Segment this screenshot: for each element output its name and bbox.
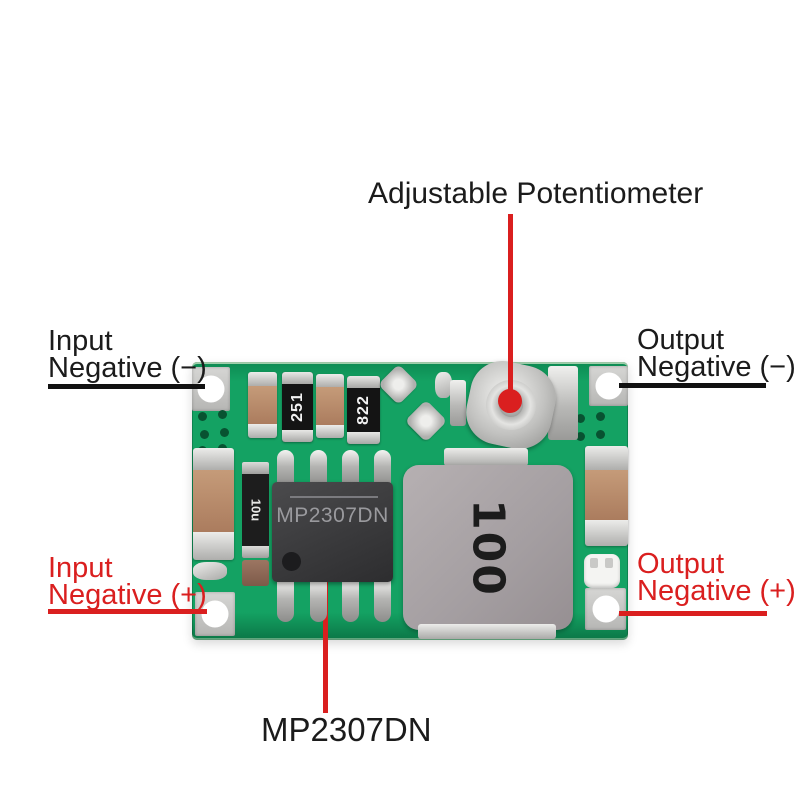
label-line: Output bbox=[637, 548, 725, 580]
label-line: Negative (−) bbox=[637, 351, 796, 383]
ceramic-capacitor bbox=[316, 374, 344, 438]
chip-pin bbox=[310, 450, 327, 486]
output-capacitor bbox=[585, 446, 628, 546]
small-component bbox=[242, 560, 269, 586]
mounting-pad-top-left bbox=[192, 367, 230, 411]
smd-diode bbox=[584, 554, 620, 588]
chip-marking: MP2307DN bbox=[276, 504, 389, 527]
solder-blob bbox=[435, 372, 452, 398]
pad-hole bbox=[592, 595, 619, 623]
label-line: Negative (+) bbox=[637, 575, 796, 607]
chip-pin bbox=[342, 450, 359, 486]
input-negative-plus-label: Input Negative (+) bbox=[48, 552, 207, 611]
via-cluster-right bbox=[572, 408, 612, 448]
chip-pin bbox=[342, 580, 359, 622]
mounting-pad-bottom-left bbox=[195, 592, 235, 636]
label-line: Output bbox=[637, 324, 725, 356]
pcb-board: 251 822 bbox=[192, 354, 628, 640]
potentiometer-solder-left bbox=[450, 380, 466, 426]
input-capacitor bbox=[193, 448, 234, 560]
resistor-marking: 251 bbox=[288, 392, 306, 422]
chip-pin bbox=[374, 580, 391, 622]
solder-strip bbox=[418, 624, 556, 639]
solder-strip bbox=[444, 448, 528, 466]
mp2307dn-chip: MP2307DN bbox=[272, 482, 393, 582]
capacitor-marking: 10u bbox=[248, 498, 263, 522]
output-negative-plus-label: Output Negative (+) bbox=[637, 548, 796, 607]
label-line: Negative (+) bbox=[48, 579, 207, 611]
chip-pin bbox=[277, 450, 294, 486]
input-negative-plus-leader-line bbox=[48, 609, 207, 614]
resistor-251: 251 bbox=[282, 372, 313, 442]
inductor-marking: 100 bbox=[462, 498, 514, 597]
chip-pointer-line bbox=[323, 536, 328, 713]
potentiometer-callout-label: Adjustable Potentiometer bbox=[368, 177, 704, 210]
resistor-822: 822 bbox=[347, 376, 380, 444]
pin1-dot bbox=[282, 552, 301, 571]
pad-hole bbox=[201, 600, 229, 628]
power-inductor: 100 bbox=[403, 465, 573, 630]
chip-etch-line bbox=[290, 496, 378, 498]
output-negative-plus-leader-line bbox=[619, 611, 767, 616]
pad-hole bbox=[197, 375, 225, 403]
solder-blob bbox=[193, 562, 227, 580]
input-negative-minus-leader-line bbox=[48, 384, 205, 389]
label-line: Input bbox=[48, 325, 113, 357]
potentiometer-target-dot bbox=[498, 389, 522, 413]
chip-pin bbox=[310, 580, 327, 622]
label-line: Negative (−) bbox=[48, 352, 207, 384]
chip-pin bbox=[277, 580, 294, 622]
pad-hole bbox=[595, 372, 622, 400]
solder-pad bbox=[404, 399, 448, 443]
chip-callout-label: MP2307DN bbox=[261, 711, 432, 748]
output-negative-minus-leader-line bbox=[619, 383, 766, 388]
capacitor-10u: 10u bbox=[242, 462, 269, 558]
output-negative-minus-label: Output Negative (−) bbox=[637, 324, 796, 383]
solder-pad bbox=[377, 363, 420, 406]
mounting-pad-bottom-right bbox=[585, 588, 626, 630]
input-negative-minus-label: Input Negative (−) bbox=[48, 325, 207, 384]
resistor-marking: 822 bbox=[354, 395, 372, 425]
potentiometer-pointer-line bbox=[508, 214, 513, 400]
chip-pin bbox=[374, 450, 391, 486]
ceramic-capacitor bbox=[248, 372, 277, 438]
label-line: Input bbox=[48, 552, 113, 584]
